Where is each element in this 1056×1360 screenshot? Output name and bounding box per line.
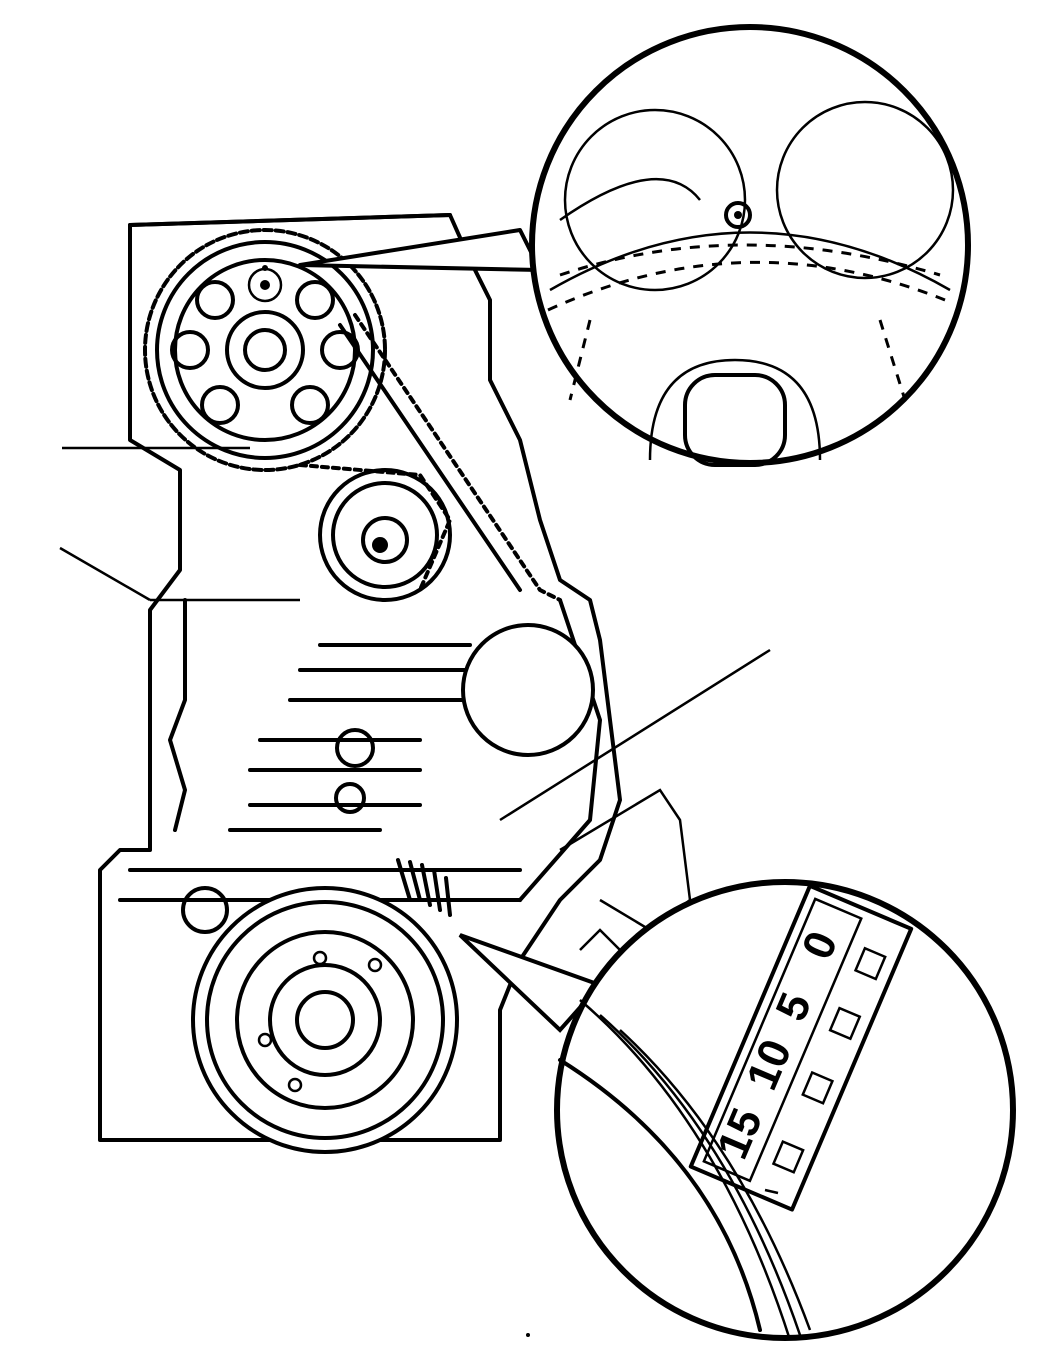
engine-block <box>59 213 771 1142</box>
block-bolts <box>181 728 375 934</box>
tensioner-pulley <box>318 468 452 602</box>
crankshaft-timing-scale-callout: 15 10 5 0 <box>458 879 1016 1341</box>
crankshaft-pulley <box>191 858 459 1154</box>
timing-mark-dot <box>260 280 270 290</box>
print-dot <box>526 1333 530 1337</box>
idler-pulley <box>461 623 595 757</box>
camshaft-mark-callout <box>298 24 971 467</box>
